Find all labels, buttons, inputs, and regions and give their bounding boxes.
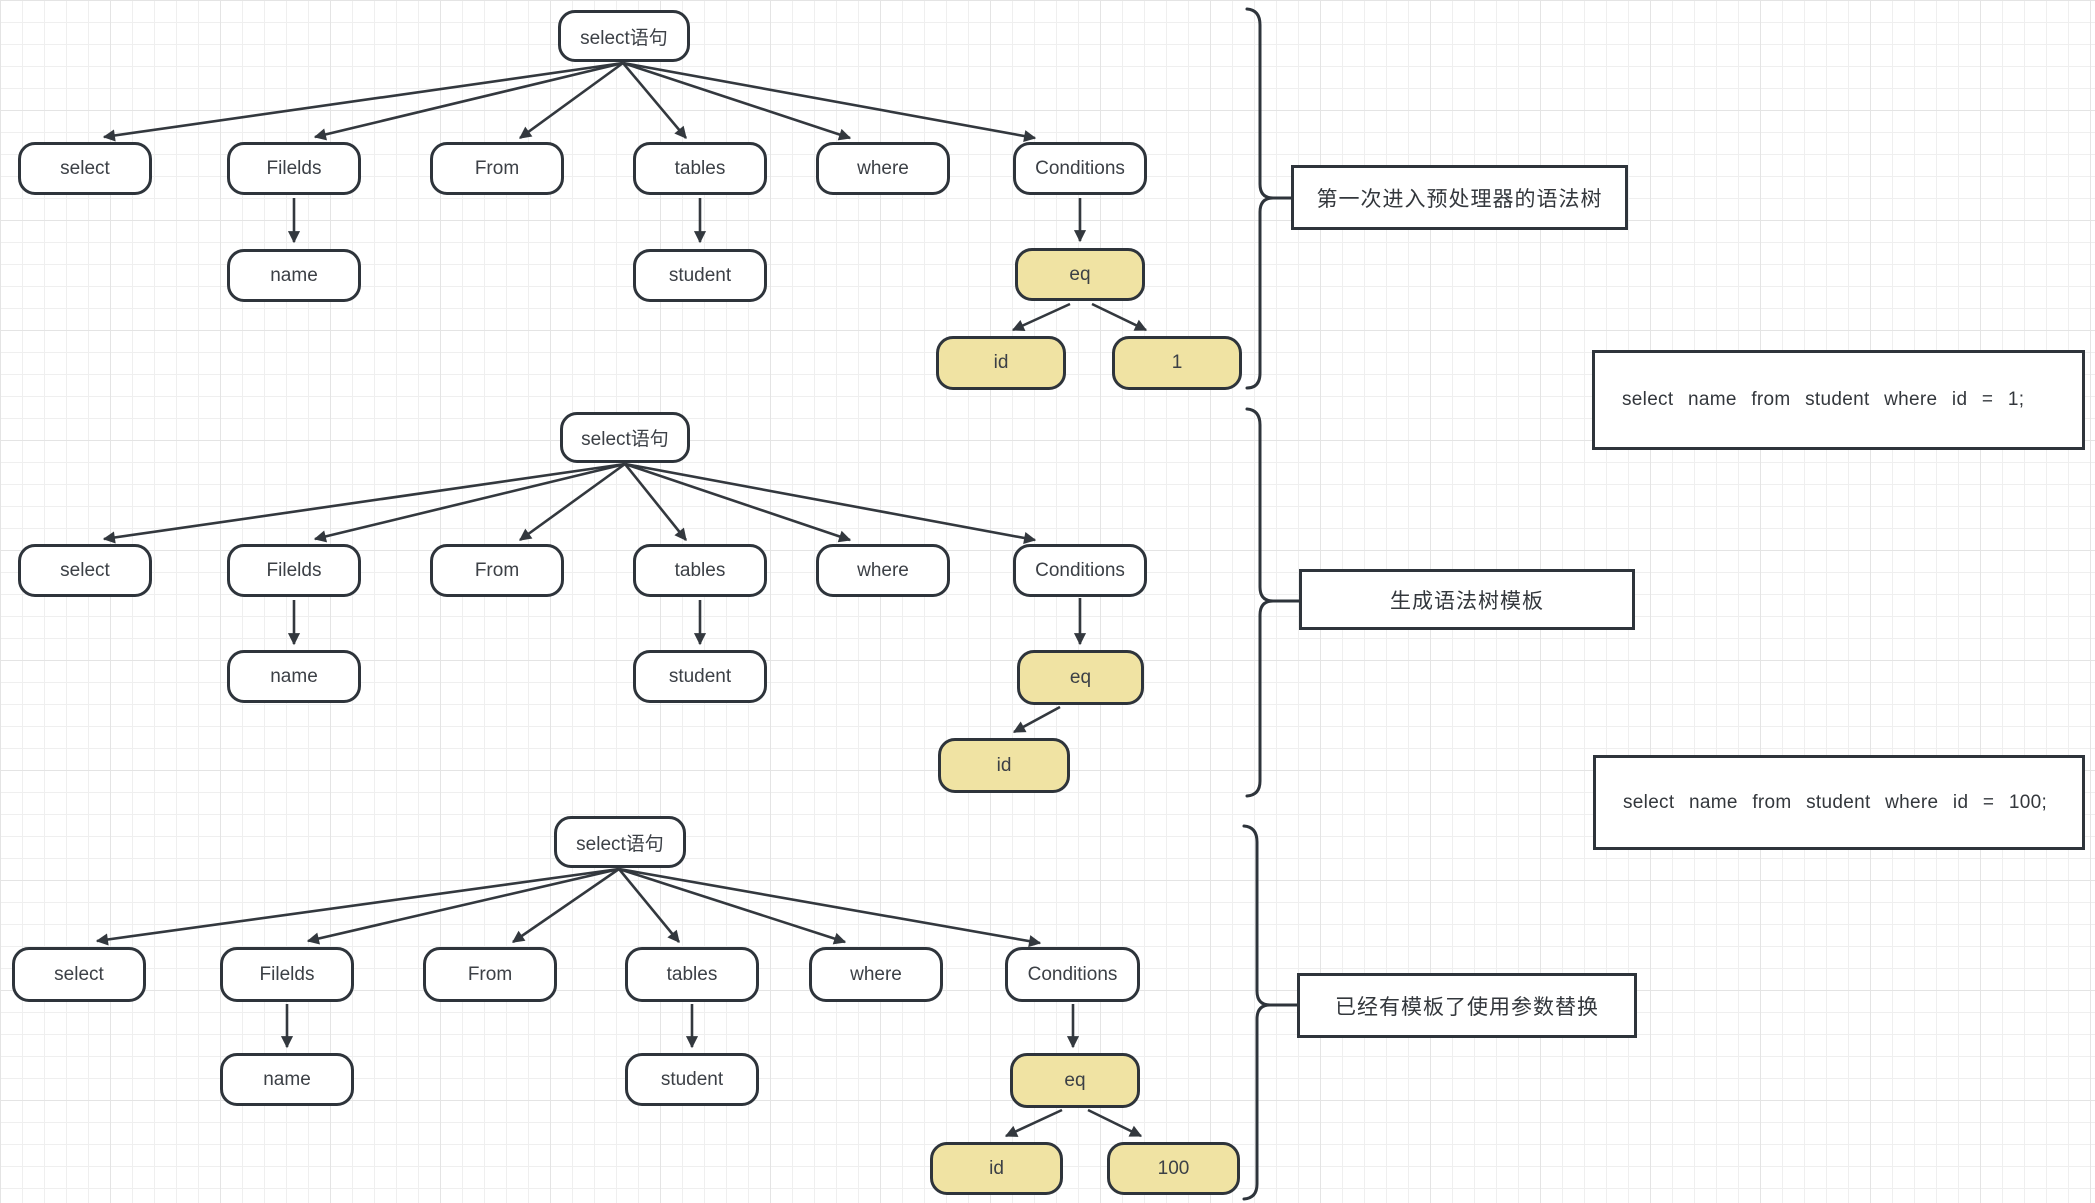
t3-id-node: id bbox=[930, 1142, 1063, 1195]
t2-root-node: select语句 bbox=[560, 412, 690, 463]
brace-3 bbox=[1242, 824, 1272, 1201]
t3-root-node: select语句 bbox=[554, 816, 686, 868]
t1-tables-node: tables bbox=[633, 142, 767, 195]
t2-where-node: where bbox=[816, 544, 950, 597]
t1-from-node: From bbox=[430, 142, 564, 195]
annotation-box-2: 生成语法树模板 bbox=[1299, 569, 1635, 630]
t3-from-node: From bbox=[423, 947, 557, 1002]
t3-conditions-node: Conditions bbox=[1005, 947, 1140, 1002]
t1-filelds-node: Filelds bbox=[227, 142, 361, 195]
t1-student-node: student bbox=[633, 249, 767, 302]
t3-where-node: where bbox=[809, 947, 943, 1002]
t3-value-100-node: 100 bbox=[1107, 1142, 1240, 1195]
t2-eq-node: eq bbox=[1017, 650, 1144, 705]
t1-where-node: where bbox=[816, 142, 950, 195]
t2-tables-node: tables bbox=[633, 544, 767, 597]
t3-filelds-node: Filelds bbox=[220, 947, 354, 1002]
t1-eq-node: eq bbox=[1015, 248, 1145, 301]
annotation-box-3: 已经有模板了使用参数替换 bbox=[1297, 973, 1637, 1038]
tree1-edges bbox=[102, 61, 1148, 332]
t3-name-node: name bbox=[220, 1053, 354, 1106]
t1-name-node: name bbox=[227, 249, 361, 302]
t1-value-1-node: 1 bbox=[1112, 336, 1242, 390]
t3-student-node: student bbox=[625, 1053, 759, 1106]
t3-tables-node: tables bbox=[625, 947, 759, 1002]
t2-filelds-node: Filelds bbox=[227, 544, 361, 597]
t1-conditions-node: Conditions bbox=[1013, 142, 1147, 195]
t2-from-node: From bbox=[430, 544, 564, 597]
t3-select-node: select bbox=[12, 947, 146, 1002]
tree3-edges bbox=[95, 867, 1143, 1138]
t2-select-node: select bbox=[18, 544, 152, 597]
t2-id-node: id bbox=[938, 738, 1070, 793]
t2-conditions-node: Conditions bbox=[1013, 544, 1147, 597]
brace-2 bbox=[1245, 407, 1275, 798]
t1-root-node: select语句 bbox=[558, 10, 690, 62]
sql-box-1: select name from student where id = 1; bbox=[1592, 350, 2085, 450]
t2-student-node: student bbox=[633, 650, 767, 703]
t2-name-node: name bbox=[227, 650, 361, 703]
annotation-box-1: 第一次进入预处理器的语法树 bbox=[1291, 165, 1628, 230]
t1-select-node: select bbox=[18, 142, 152, 195]
sql-text-2: select name from student where id = 100; bbox=[1623, 791, 2048, 813]
tree2-edges bbox=[102, 462, 1087, 734]
t3-eq-node: eq bbox=[1010, 1053, 1140, 1108]
t1-id-node: id bbox=[936, 336, 1066, 390]
brace-1 bbox=[1245, 7, 1275, 390]
sql-text-1: select name from student where id = 1; bbox=[1622, 389, 2025, 410]
sql-box-2: select name from student where id = 100; bbox=[1593, 755, 2085, 850]
